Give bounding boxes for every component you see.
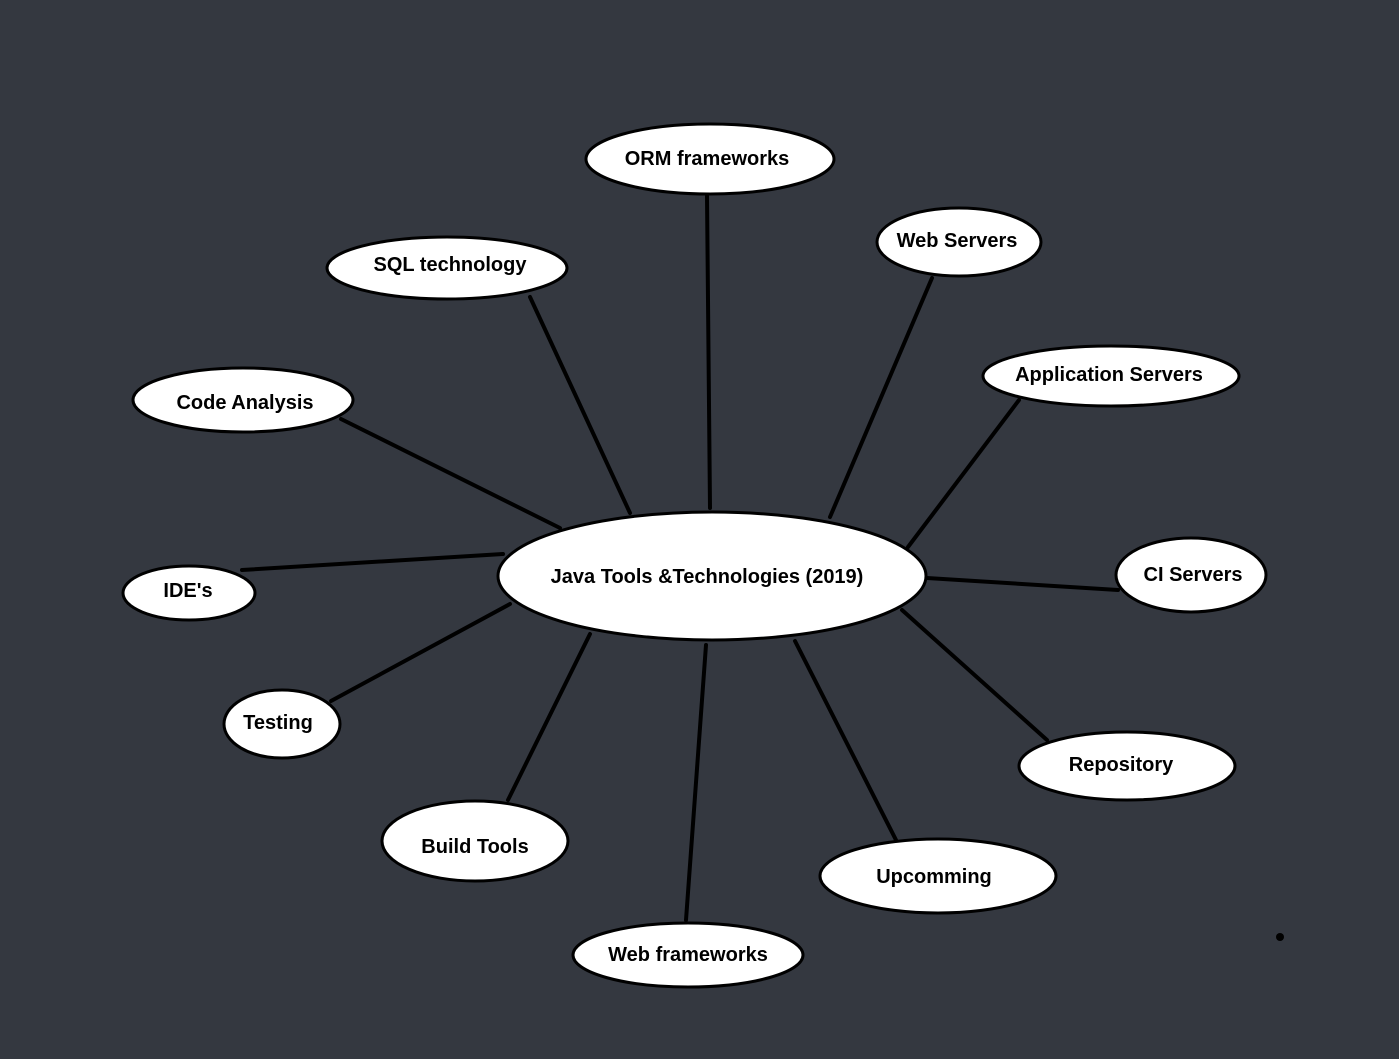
node-ci-servers: CI Servers [1114, 536, 1268, 614]
node-label: Upcomming [876, 866, 992, 888]
center-label: Java Tools &Technologies (2019) [551, 566, 864, 588]
node-orm-frameworks: ORM frameworks [584, 122, 836, 196]
node-label: Build Tools [421, 836, 528, 858]
node-label: Testing [243, 712, 313, 734]
node-build-tools: Build Tools [380, 799, 570, 883]
node-label: CI Servers [1144, 564, 1243, 586]
node-web-frameworks: Web frameworks [571, 921, 805, 989]
node-upcomming: Upcomming [818, 837, 1058, 915]
node-label: Web Servers [897, 230, 1018, 252]
connectors [240, 194, 1120, 922]
connector-upcomming [793, 639, 898, 842]
node-label: Application Servers [1015, 364, 1203, 386]
node-repository: Repository [1017, 730, 1237, 802]
node-label: ORM frameworks [625, 148, 790, 170]
node-label: Repository [1069, 754, 1174, 776]
connector-web-frameworks [684, 643, 708, 922]
node-label: Code Analysis [176, 392, 313, 414]
stray-dot [1276, 933, 1284, 941]
node-label: SQL technology [374, 254, 528, 276]
node-code-analysis: Code Analysis [131, 366, 355, 434]
connector-code-analysis [339, 417, 562, 530]
node-ides: IDE's [121, 564, 257, 622]
connector-ci-servers [925, 576, 1120, 592]
node-application-servers: Application Servers [981, 344, 1241, 408]
node-web-servers: Web Servers [875, 206, 1043, 278]
connector-build-tools [506, 632, 592, 802]
node-sql-technology: SQL technology [325, 235, 569, 301]
connector-sql [528, 295, 632, 515]
connector-orm [705, 194, 712, 510]
connector-web-servers [828, 276, 934, 519]
node-testing: Testing [222, 688, 342, 760]
connector-repository [900, 608, 1049, 742]
connector-app-servers [906, 398, 1021, 549]
node-label: IDE's [163, 580, 212, 602]
node-label: Web frameworks [608, 944, 768, 966]
center-node: Java Tools &Technologies (2019) [496, 510, 928, 642]
connector-testing [329, 602, 512, 703]
connector-ides [240, 552, 505, 572]
